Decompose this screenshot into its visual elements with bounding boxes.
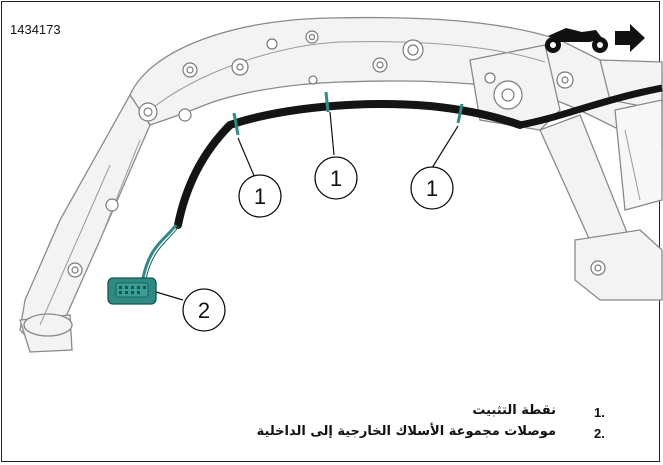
- callout-label: 1: [254, 184, 266, 209]
- callout-label: 1: [330, 166, 342, 191]
- callout-label: 1: [426, 176, 438, 201]
- callout-2: 2: [182, 288, 226, 332]
- harness-connector: [107, 277, 157, 305]
- leader-lines: [155, 111, 459, 301]
- callout-1b: 1: [314, 156, 358, 200]
- figure-id: 1434173: [10, 22, 61, 37]
- frame-holes: [67, 30, 606, 278]
- frame-detail-lines: [39, 41, 641, 326]
- motorcycle-forward-arrow-icon: [545, 24, 645, 53]
- callout-label: 2: [198, 298, 210, 323]
- callout-1a: 1: [238, 174, 282, 218]
- wiring-harness: [141, 84, 663, 280]
- callout-1c: 1: [410, 166, 454, 210]
- callout-circles: 1 1 1 2: [182, 156, 454, 332]
- mount-clips: [232, 91, 464, 136]
